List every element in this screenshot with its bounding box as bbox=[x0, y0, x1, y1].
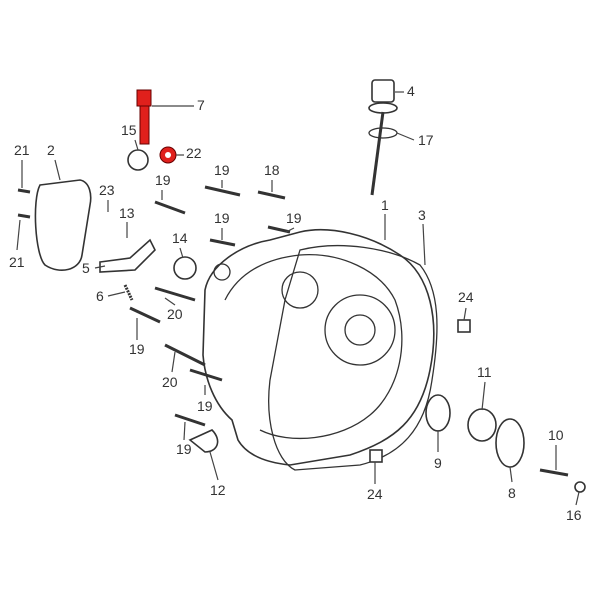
leader-line bbox=[94, 265, 106, 269]
callout-13: 13 bbox=[119, 205, 135, 221]
callout-24b: 24 bbox=[367, 486, 383, 502]
callout-9: 9 bbox=[434, 455, 442, 471]
callout-7: 7 bbox=[197, 97, 205, 113]
crankcase-cover bbox=[202, 229, 435, 466]
spring-6 bbox=[123, 284, 134, 301]
callout-22: 22 bbox=[186, 145, 202, 161]
leader-line bbox=[481, 381, 486, 411]
dowel-24a bbox=[457, 319, 471, 333]
callout-19g: 19 bbox=[176, 441, 192, 457]
leader-line bbox=[16, 219, 21, 251]
dowel-24b bbox=[369, 449, 383, 463]
callout-4: 4 bbox=[407, 83, 415, 99]
callout-19c: 19 bbox=[214, 210, 230, 226]
callout-5: 5 bbox=[82, 260, 90, 276]
callout-10: 10 bbox=[548, 427, 564, 443]
leader-line bbox=[422, 223, 426, 266]
callout-8: 8 bbox=[508, 485, 516, 501]
leader-line bbox=[396, 132, 415, 141]
side-cover-plate bbox=[34, 179, 92, 271]
leader-lines bbox=[16, 91, 580, 506]
leader-line bbox=[509, 466, 513, 483]
callout-19a: 19 bbox=[155, 172, 171, 188]
callout-6: 6 bbox=[96, 288, 104, 304]
highlighted-adjuster-bolt bbox=[136, 89, 177, 164]
filter-cap-8 bbox=[495, 418, 525, 468]
callout-19d: 19 bbox=[286, 210, 302, 226]
rotor-9 bbox=[425, 394, 451, 432]
callout-19b: 19 bbox=[214, 162, 230, 178]
callout-19e: 19 bbox=[129, 341, 145, 357]
leader-line bbox=[209, 451, 219, 481]
seal-14 bbox=[173, 256, 197, 280]
callout-15: 15 bbox=[121, 122, 137, 138]
callout-21a: 21 bbox=[14, 142, 30, 158]
callout-14: 14 bbox=[172, 230, 188, 246]
callout-11: 11 bbox=[477, 364, 492, 380]
callout-18: 18 bbox=[264, 162, 280, 178]
leader-line bbox=[54, 159, 61, 181]
callout-labels: 7 4 17 15 22 21 2 19 19 18 23 13 1 3 19 … bbox=[9, 83, 582, 523]
leader-line bbox=[134, 139, 139, 151]
callout-20a: 20 bbox=[167, 306, 183, 322]
gasket bbox=[268, 245, 438, 471]
leader-line bbox=[107, 291, 126, 297]
o-ring-16 bbox=[574, 481, 586, 493]
leader-line bbox=[463, 307, 467, 321]
leader-line bbox=[179, 247, 184, 259]
lever-5 bbox=[99, 238, 156, 273]
callout-2: 2 bbox=[47, 142, 55, 158]
cover-11 bbox=[467, 408, 497, 442]
oil-filler-dipstick bbox=[368, 79, 398, 196]
leader-line bbox=[171, 351, 176, 373]
callout-1: 1 bbox=[381, 197, 389, 213]
callout-3: 3 bbox=[418, 207, 426, 223]
callout-19f: 19 bbox=[197, 398, 213, 414]
seal-15 bbox=[127, 149, 149, 171]
callout-17: 17 bbox=[418, 132, 434, 148]
clamp-12 bbox=[188, 429, 219, 453]
leader-line bbox=[285, 227, 295, 233]
callout-20b: 20 bbox=[162, 374, 178, 390]
bolts bbox=[17, 185, 569, 477]
callout-21b: 21 bbox=[9, 254, 25, 270]
leader-line bbox=[575, 491, 580, 506]
callout-16: 16 bbox=[566, 507, 582, 523]
callout-24a: 24 bbox=[458, 289, 474, 305]
callout-23: 23 bbox=[99, 182, 115, 198]
leader-line bbox=[164, 297, 176, 306]
callout-12: 12 bbox=[210, 482, 226, 498]
leader-line bbox=[183, 421, 186, 441]
